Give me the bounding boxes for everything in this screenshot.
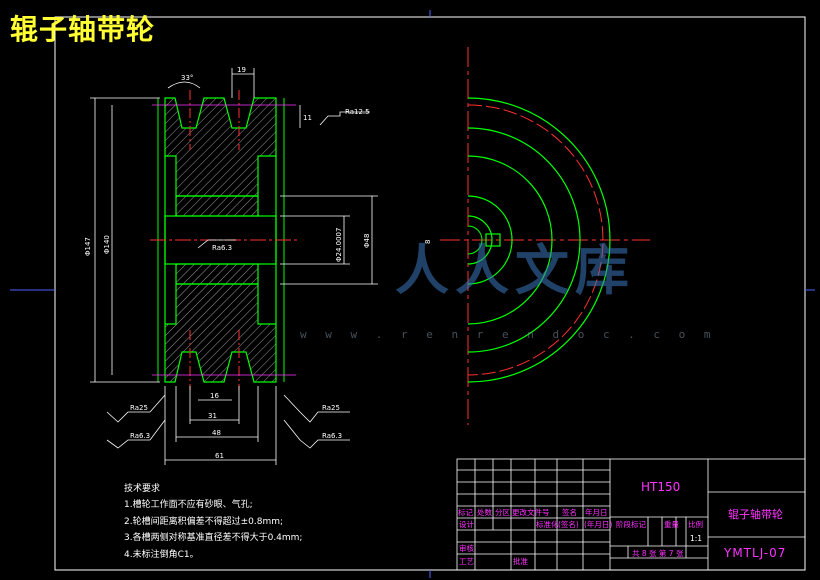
dim-ra-left-1: Ra25 [130, 404, 148, 412]
dim-pitch-diameter: Φ140 [103, 235, 111, 254]
hub-top [175, 195, 259, 217]
dim-ra-left-2: Ra6.3 [130, 432, 150, 440]
tb-header-zone: 分区 [495, 508, 510, 517]
watermark-url: w w w . r e n r e n d o c . c o m [300, 328, 717, 341]
rim-section-bottom [164, 283, 277, 383]
dim-groove-bottom: 16 [210, 392, 219, 400]
dim-top-small: 11 [303, 114, 312, 122]
dim-width-61: 61 [215, 452, 224, 460]
dim-width-48: 48 [212, 429, 221, 437]
rim-section-top [164, 97, 277, 197]
section-view [150, 90, 300, 390]
title-block-labels: 标记 处数 分区 更改文件号 签名 年月日 设计 标准化 (签名) (年月日) … [458, 507, 703, 566]
title-block-grid [456, 458, 806, 571]
tb-header-date: 年月日 [585, 507, 608, 517]
dim-ra-right-1: Ra25 [322, 404, 340, 412]
dim-ra-right-2: Ra6.3 [322, 432, 342, 440]
dimension-texts: 33° 19 Ra12.5 11 Φ147 Φ140 Φ24.0007 Φ48 … [84, 66, 432, 460]
tb-stage-mark: 阶段标记 [616, 519, 646, 529]
dim-angle: 33° [181, 74, 193, 82]
tb-drawing-number: YMTLJ-07 [723, 546, 786, 560]
tb-header-change: 更改文件号 [512, 507, 550, 517]
note-3: 3.各槽两侧对称基准直径差不得大于0.4mm; [124, 533, 303, 544]
tb-approve: 批准 [513, 556, 528, 566]
tb-material: HT150 [641, 480, 680, 494]
technical-notes: 技术要求 1.槽轮工作面不应有砂眼、气孔; 2.轮槽间距离积偏差不得超过±0.8… [124, 481, 302, 563]
groove-bottom-circle [467, 127, 581, 353]
watermark-logo: 人人文库 [395, 239, 635, 302]
note-4: 4.未标注倒角C1。 [124, 549, 199, 560]
tb-standard: 标准化 [536, 519, 559, 529]
tb-design: 设计 [459, 519, 474, 529]
dimension-lines [90, 68, 378, 465]
pitch-circle [467, 104, 604, 376]
tb-sheets: 共 8 张 第 7 张 [632, 548, 684, 558]
tb-header-sign: 签名 [562, 507, 577, 517]
outer-circle [467, 97, 611, 383]
dim-keyway: 8 [424, 240, 432, 244]
inner-circle [467, 225, 483, 255]
note-1: 1.槽轮工作面不应有砂眼、气孔; [124, 500, 253, 511]
note-2: 2.轮槽间距离积偏差不得超过±0.8mm; [124, 516, 284, 527]
dim-outer-diameter: Φ147 [84, 237, 92, 256]
hub-bottom [175, 263, 259, 285]
notes-heading: 技术要求 [124, 484, 161, 494]
end-view [440, 47, 650, 425]
rim-inner-circle [467, 155, 553, 325]
keyway-slot [485, 233, 501, 247]
tb-sign: (签名) [558, 519, 579, 529]
dim-hub-diameter: Φ48 [363, 234, 371, 248]
tb-weight: 重量 [664, 520, 679, 529]
drawing-title: 辊子轴带轮 [10, 13, 156, 46]
tb-header-count: 处数 [477, 507, 492, 517]
dim-bore-roughness: Ra6.3 [212, 244, 232, 252]
tb-review: 审核 [459, 543, 474, 553]
tb-scale: 1:1 [690, 534, 702, 543]
tb-date: (年月日) [584, 519, 612, 529]
tb-scale-label: 比例 [688, 519, 703, 529]
dim-width-31: 31 [208, 412, 217, 420]
dim-roughness-top: Ra12.5 [345, 108, 370, 116]
tb-process: 工艺 [459, 557, 474, 566]
tb-header-mark: 标记 [458, 507, 473, 517]
bore-circle [467, 215, 493, 265]
tb-part-name: 辊子轴带轮 [728, 507, 783, 521]
hub-circle [467, 195, 513, 285]
dim-bore-diameter: Φ24.0007 [335, 228, 343, 262]
dim-top-width: 19 [237, 66, 246, 74]
